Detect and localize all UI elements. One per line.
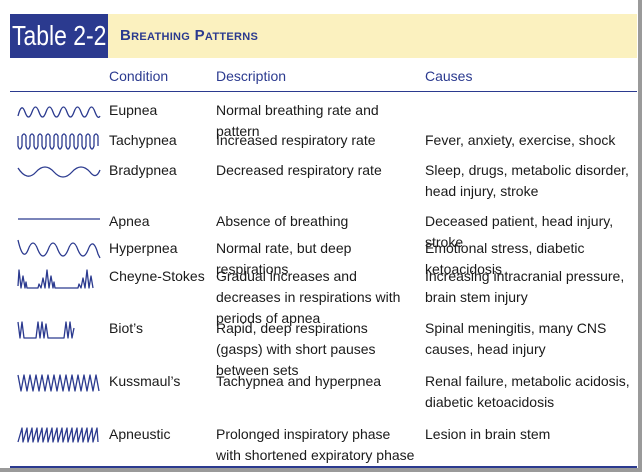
causes-cell: Increasing intracranial pressure, brain …: [425, 268, 625, 305]
description-cell: Gradual increases and decreases in respi…: [216, 268, 401, 326]
table-number: Table 2-2: [10, 14, 108, 58]
condition-cell: Apnea: [109, 213, 150, 229]
causes-cell: Lesion in brain stem: [425, 426, 551, 442]
kussmauls-wave-icon: [17, 374, 100, 392]
apnea-line-icon: [18, 218, 100, 220]
condition-cell: Apneustic: [109, 426, 171, 442]
biots-wave-icon: [17, 321, 75, 339]
hyperpnea-wave-icon: [17, 239, 101, 259]
condition-cell: Cheyne-Stokes: [109, 268, 205, 284]
description-cell: Rapid, deep respirations (gasps) with sh…: [216, 320, 376, 378]
table-title: Breathing Patterns: [108, 14, 637, 58]
eupnea-wave-icon: [17, 106, 101, 118]
condition-cell: Tachypnea: [109, 132, 177, 148]
description-cell: Prolonged inspiratory phase with shorten…: [216, 426, 415, 463]
description-cell: Normal breathing rate and pattern: [216, 102, 379, 139]
condition-cell: Hyperpnea: [109, 240, 178, 256]
description-cell: Increased respiratory rate: [216, 132, 376, 148]
causes-cell: Deceased patient, head injury, stroke: [425, 213, 614, 250]
apneustic-wave-icon: [17, 427, 99, 443]
header-condition: Condition: [109, 68, 169, 84]
causes-cell: Sleep, drugs, metabolic disorder, head i…: [425, 162, 629, 199]
condition-cell: Bradypnea: [109, 162, 177, 178]
cheyne-stokes-wave-icon: [17, 269, 94, 289]
causes-cell: Fever, anxiety, exercise, shock: [425, 132, 616, 148]
tachypnea-wave-icon: [17, 133, 99, 150]
header-causes: Causes: [425, 68, 473, 84]
causes-cell: Renal failure, metabolic acidosis, diabe…: [425, 373, 630, 410]
table-bottom-rule: [10, 466, 637, 468]
header-description: Description: [216, 68, 287, 84]
description-cell: Decreased respiratory rate: [216, 162, 382, 178]
description-cell: Tachypnea and hyperpnea: [216, 373, 382, 389]
table-number-box: Table 2-2: [10, 14, 108, 58]
causes-cell: Emotional stress, diabetic ketoacidosis: [425, 240, 585, 277]
table-title-bar: Table 2-2 Breathing Patterns: [10, 14, 637, 58]
description-cell: Absence of breathing: [216, 213, 349, 229]
condition-cell: Kussmaul’s: [109, 373, 181, 389]
condition-cell: Eupnea: [109, 102, 158, 118]
causes-cell: Spinal meningitis, many CNS causes, head…: [425, 320, 607, 357]
description-cell: Normal rate, but deep respirations: [216, 240, 352, 277]
bradypnea-wave-icon: [17, 166, 101, 178]
condition-cell: Biot’s: [109, 320, 143, 336]
column-header-row: Condition Description Causes: [10, 58, 637, 92]
